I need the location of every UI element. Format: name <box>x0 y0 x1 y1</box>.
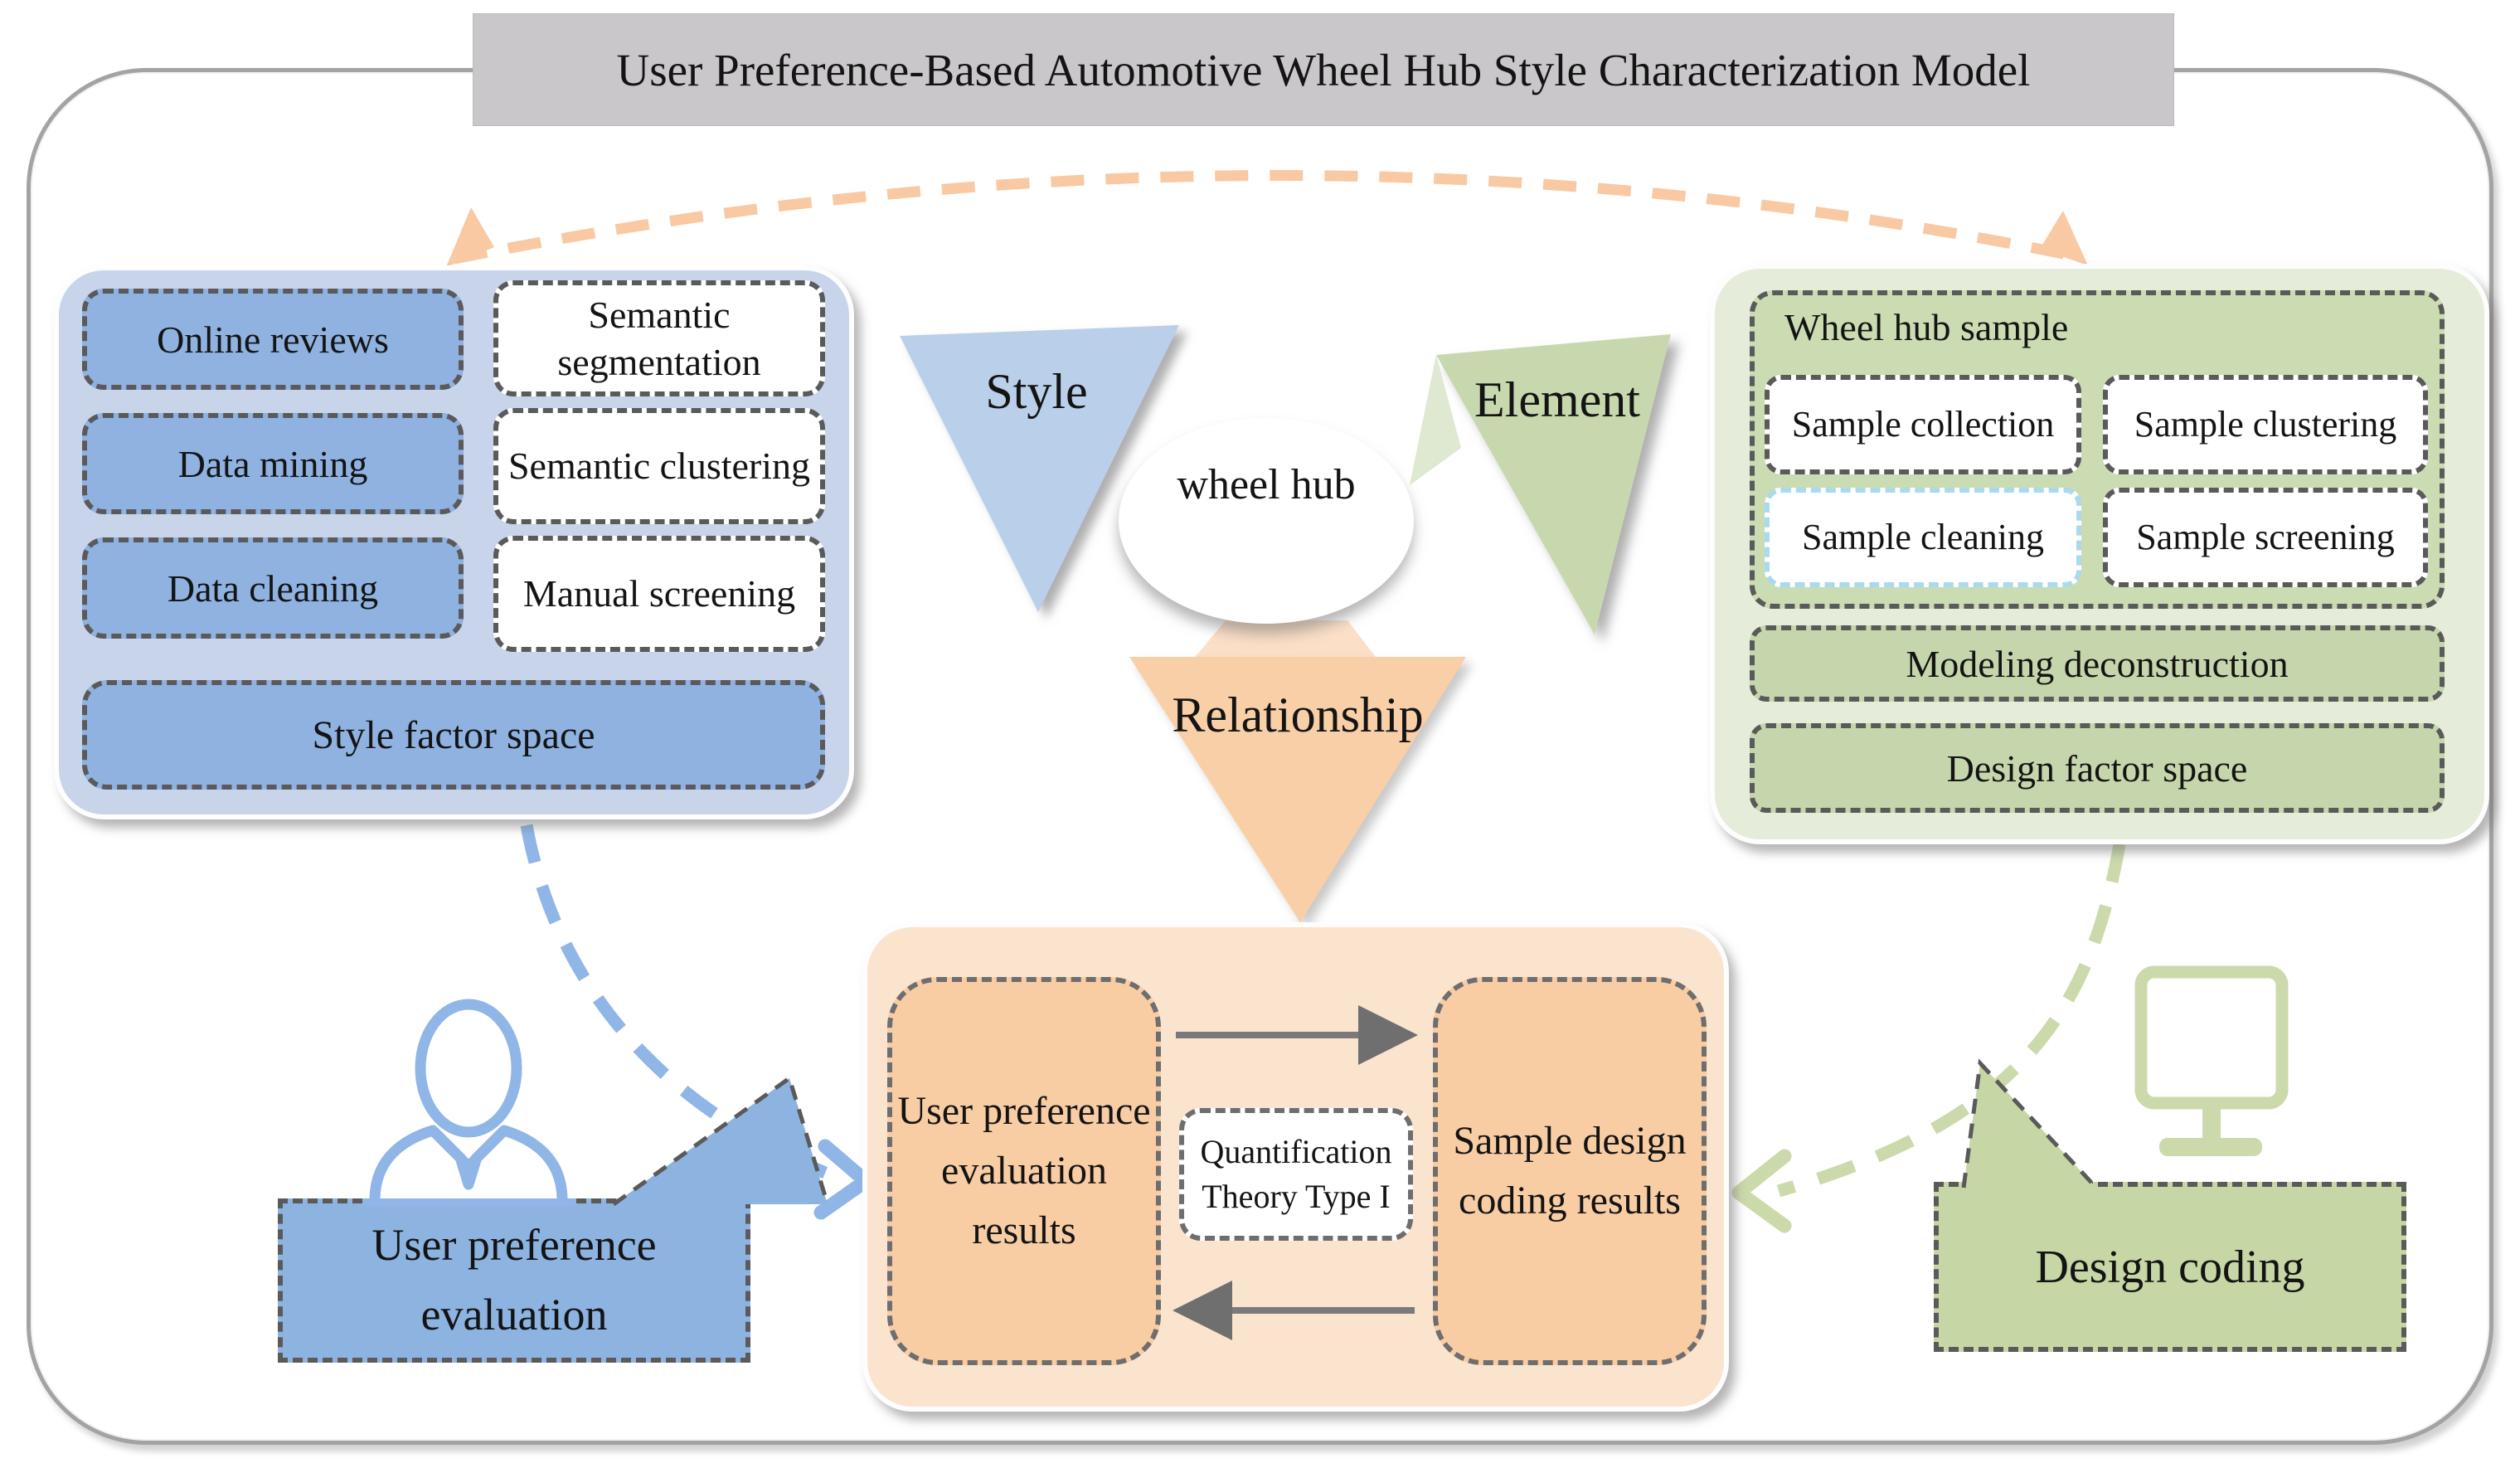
wheel-hub-ellipse <box>1119 418 1414 624</box>
element-panel: Wheel hub sample Sample collection Sampl… <box>1710 264 2489 844</box>
online-reviews-label: Online reviews <box>157 318 389 361</box>
sample-cleaning-label: Sample cleaning <box>1801 517 2044 558</box>
relationship-triangle-icon <box>1129 657 1466 922</box>
blue-curve-connector <box>520 824 836 1182</box>
semantic-segmentation-label: Semantic segmentation <box>557 293 761 384</box>
arc-connector <box>453 170 2081 265</box>
user-preference-results-label: User preference evaluation results <box>897 1089 1151 1252</box>
user-preference-evaluation-label: User preference evaluation <box>371 1220 657 1339</box>
arc-arrowhead-right-icon <box>2040 211 2088 265</box>
sample-collection-label: Sample collection <box>1791 404 2055 445</box>
quantification-theory-label: Quantification Theory Type I <box>1200 1133 1392 1215</box>
quantification-theory-box: Quantification Theory Type I <box>1179 1108 1413 1241</box>
semantic-segmentation-box: Semantic segmentation <box>493 280 825 396</box>
data-mining-label: Data mining <box>177 442 368 485</box>
element-triangle-icon <box>1436 334 1671 634</box>
design-coding-label: Design coding <box>2035 1241 2305 1293</box>
panel-arrows-layer <box>1173 1005 1418 1340</box>
style-triangle-icon <box>900 325 1179 612</box>
sample-coding-results-label: Sample design coding results <box>1453 1119 1687 1223</box>
user-preference-results-box: User preference evaluation results <box>887 977 1161 1365</box>
wheel-hub-sample-container: Wheel hub sample Sample collection Sampl… <box>1750 290 2445 609</box>
manual-screening-box: Manual screening <box>493 536 825 652</box>
modeling-deconstruction-box: Modeling deconstruction <box>1750 625 2445 702</box>
relationship-neck-icon <box>1192 620 1378 660</box>
user-preference-evaluation-bubble: User preference evaluation <box>278 1198 750 1363</box>
title-bar: User Preference-Based Automotive Wheel H… <box>473 13 2174 126</box>
arc-arrowhead-left-icon <box>446 207 494 267</box>
design-coding-bubble: Design coding <box>1934 1182 2406 1352</box>
data-cleaning-box: Data cleaning <box>82 537 464 639</box>
relationship-triangle-label: Relationship <box>1172 688 1424 742</box>
style-factor-space-box: Style factor space <box>82 680 825 790</box>
design-factor-space-label: Design factor space <box>1946 746 2248 790</box>
sample-coding-results-box: Sample design coding results <box>1433 977 1707 1365</box>
relationship-panel: User preference evaluation results Quant… <box>862 922 1729 1412</box>
sample-screening-label: Sample screening <box>2136 517 2395 558</box>
online-reviews-box: Online reviews <box>82 289 464 390</box>
style-triangle-label: Style <box>985 364 1088 419</box>
sample-collection-box: Sample collection <box>1765 375 2081 474</box>
element-triangle-label: Element <box>1474 372 1640 427</box>
semantic-clustering-label: Semantic clustering <box>507 445 811 488</box>
sample-screening-box: Sample screening <box>2103 488 2428 587</box>
semantic-clustering-box: Semantic clustering <box>493 408 825 524</box>
sample-clustering-label: Sample clustering <box>2134 404 2397 445</box>
wheel-hub-label: wheel hub <box>1177 461 1356 508</box>
page-title: User Preference-Based Automotive Wheel H… <box>616 44 2031 95</box>
blue-arrowhead-icon <box>813 1139 873 1220</box>
manual-screening-label: Manual screening <box>522 572 796 615</box>
green-arrowhead-icon <box>1731 1149 1792 1233</box>
element-fold-icon <box>1410 355 1461 485</box>
style-panel: Online reviews Semantic segmentation Dat… <box>54 265 854 819</box>
data-mining-box: Data mining <box>82 413 464 514</box>
wheel-hub-sample-header: Wheel hub sample <box>1784 306 2069 348</box>
design-factor-space-box: Design factor space <box>1750 723 2445 813</box>
data-cleaning-label: Data cleaning <box>167 566 379 610</box>
sample-clustering-box: Sample clustering <box>2103 375 2428 474</box>
modeling-deconstruction-label: Modeling deconstruction <box>1906 642 2289 685</box>
sample-cleaning-box: Sample cleaning <box>1765 488 2081 587</box>
green-curve-connector <box>1776 843 2126 1198</box>
style-factor-space-label: Style factor space <box>312 712 595 757</box>
